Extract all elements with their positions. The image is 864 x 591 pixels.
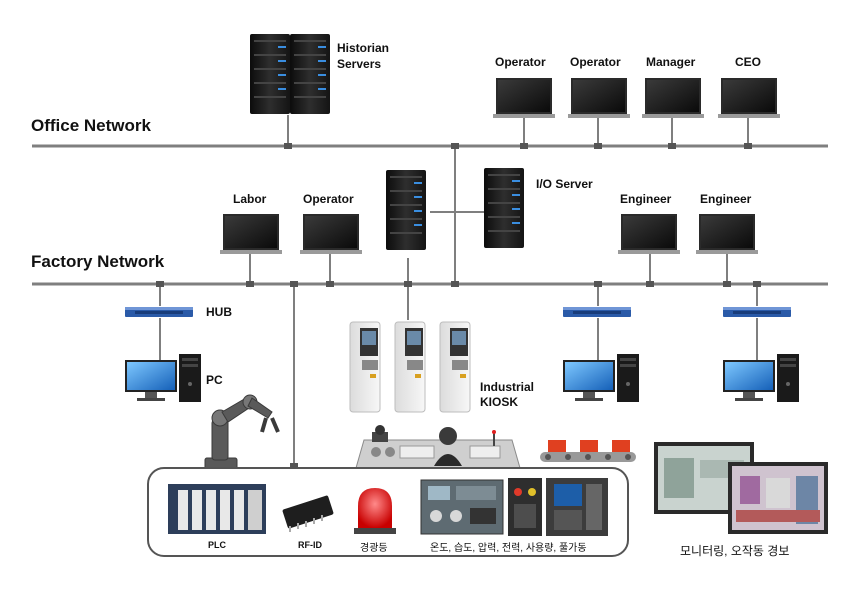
pc-icon-middle — [563, 354, 639, 402]
monitoring-label: 모니터링, 오작동 경보 — [680, 544, 790, 558]
historian-label-line1: Historian — [337, 41, 390, 55]
pc-label: PC — [206, 373, 223, 387]
pc-icon-right — [723, 354, 799, 402]
conveyor-icon — [540, 440, 636, 462]
sensor-label: 온도, 습도, 압력, 전력, 사용량, 풀가동 — [430, 543, 587, 554]
ceo-label: CEO — [735, 55, 762, 69]
junction-markers — [156, 143, 761, 469]
engineer-label-1: Engineer — [620, 192, 672, 206]
kiosk-label-line2: KIOSK — [480, 395, 519, 409]
manager-label: Manager — [646, 55, 696, 69]
hub-icon-left — [125, 307, 193, 317]
robot-arm-icon — [204, 394, 280, 471]
pc-icon-left — [125, 354, 201, 402]
rfid-label: RF-ID — [298, 540, 322, 550]
hub-icon-middle — [563, 307, 631, 317]
sensor-panel-icon — [420, 478, 608, 536]
monitoring-screen-icon — [654, 442, 828, 534]
ceo-monitor — [718, 78, 780, 118]
engineer-monitor-1 — [618, 214, 680, 254]
historian-label-line2: Servers — [337, 57, 382, 71]
office-operator-label-2: Operator — [570, 55, 621, 69]
plc-label: PLC — [208, 540, 226, 550]
industrial-kiosk-icon — [349, 321, 471, 413]
warning-light-icon — [354, 488, 396, 534]
labor-label: Labor — [233, 192, 267, 206]
historian-server-icon — [250, 34, 330, 114]
connection-lines — [159, 115, 758, 468]
office-network-label: Office Network — [31, 116, 151, 135]
control-console-icon — [355, 425, 521, 469]
plc-icon — [168, 484, 266, 534]
factory-operator-label: Operator — [303, 192, 354, 206]
factory-network-label: Factory Network — [31, 252, 165, 271]
factory-operator-monitor — [300, 214, 362, 254]
manager-monitor — [642, 78, 704, 118]
office-operator-monitor-2 — [568, 78, 630, 118]
engineer-label-2: Engineer — [700, 192, 752, 206]
office-operator-label-1: Operator — [495, 55, 546, 69]
io-server-label: I/O Server — [536, 177, 593, 191]
kiosk-label-line1: Industrial — [480, 380, 535, 394]
warning-light-label: 경광등 — [360, 543, 388, 554]
hub-icon-right — [723, 307, 791, 317]
hub-label: HUB — [206, 305, 232, 319]
office-operator-monitor-1 — [493, 78, 555, 118]
rfid-chip-icon — [282, 495, 334, 532]
labor-monitor — [220, 214, 282, 254]
engineer-monitor-2 — [696, 214, 758, 254]
